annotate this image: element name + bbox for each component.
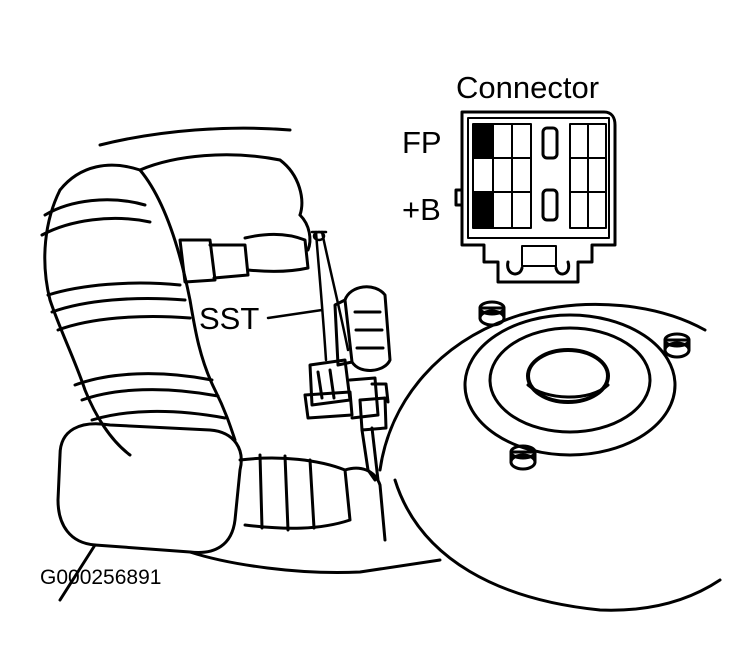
figure-code: G000256891	[40, 566, 162, 589]
plus-b-terminal-label: +B	[402, 192, 441, 227]
connector-inset	[454, 110, 617, 284]
check-connector	[303, 285, 392, 482]
sst-label: SST	[199, 301, 260, 336]
strut-nut-right	[663, 332, 691, 359]
intake-hose	[40, 126, 304, 457]
sst-jumper-wire	[266, 230, 350, 362]
strut-tower	[378, 302, 722, 612]
throttle-housing	[56, 422, 442, 602]
strut-nut-bottom	[509, 444, 537, 471]
fp-terminal-label: FP	[402, 125, 442, 160]
connector-label: Connector	[456, 70, 600, 105]
strut-nut-top	[478, 300, 506, 327]
hose-clamp	[178, 213, 312, 284]
